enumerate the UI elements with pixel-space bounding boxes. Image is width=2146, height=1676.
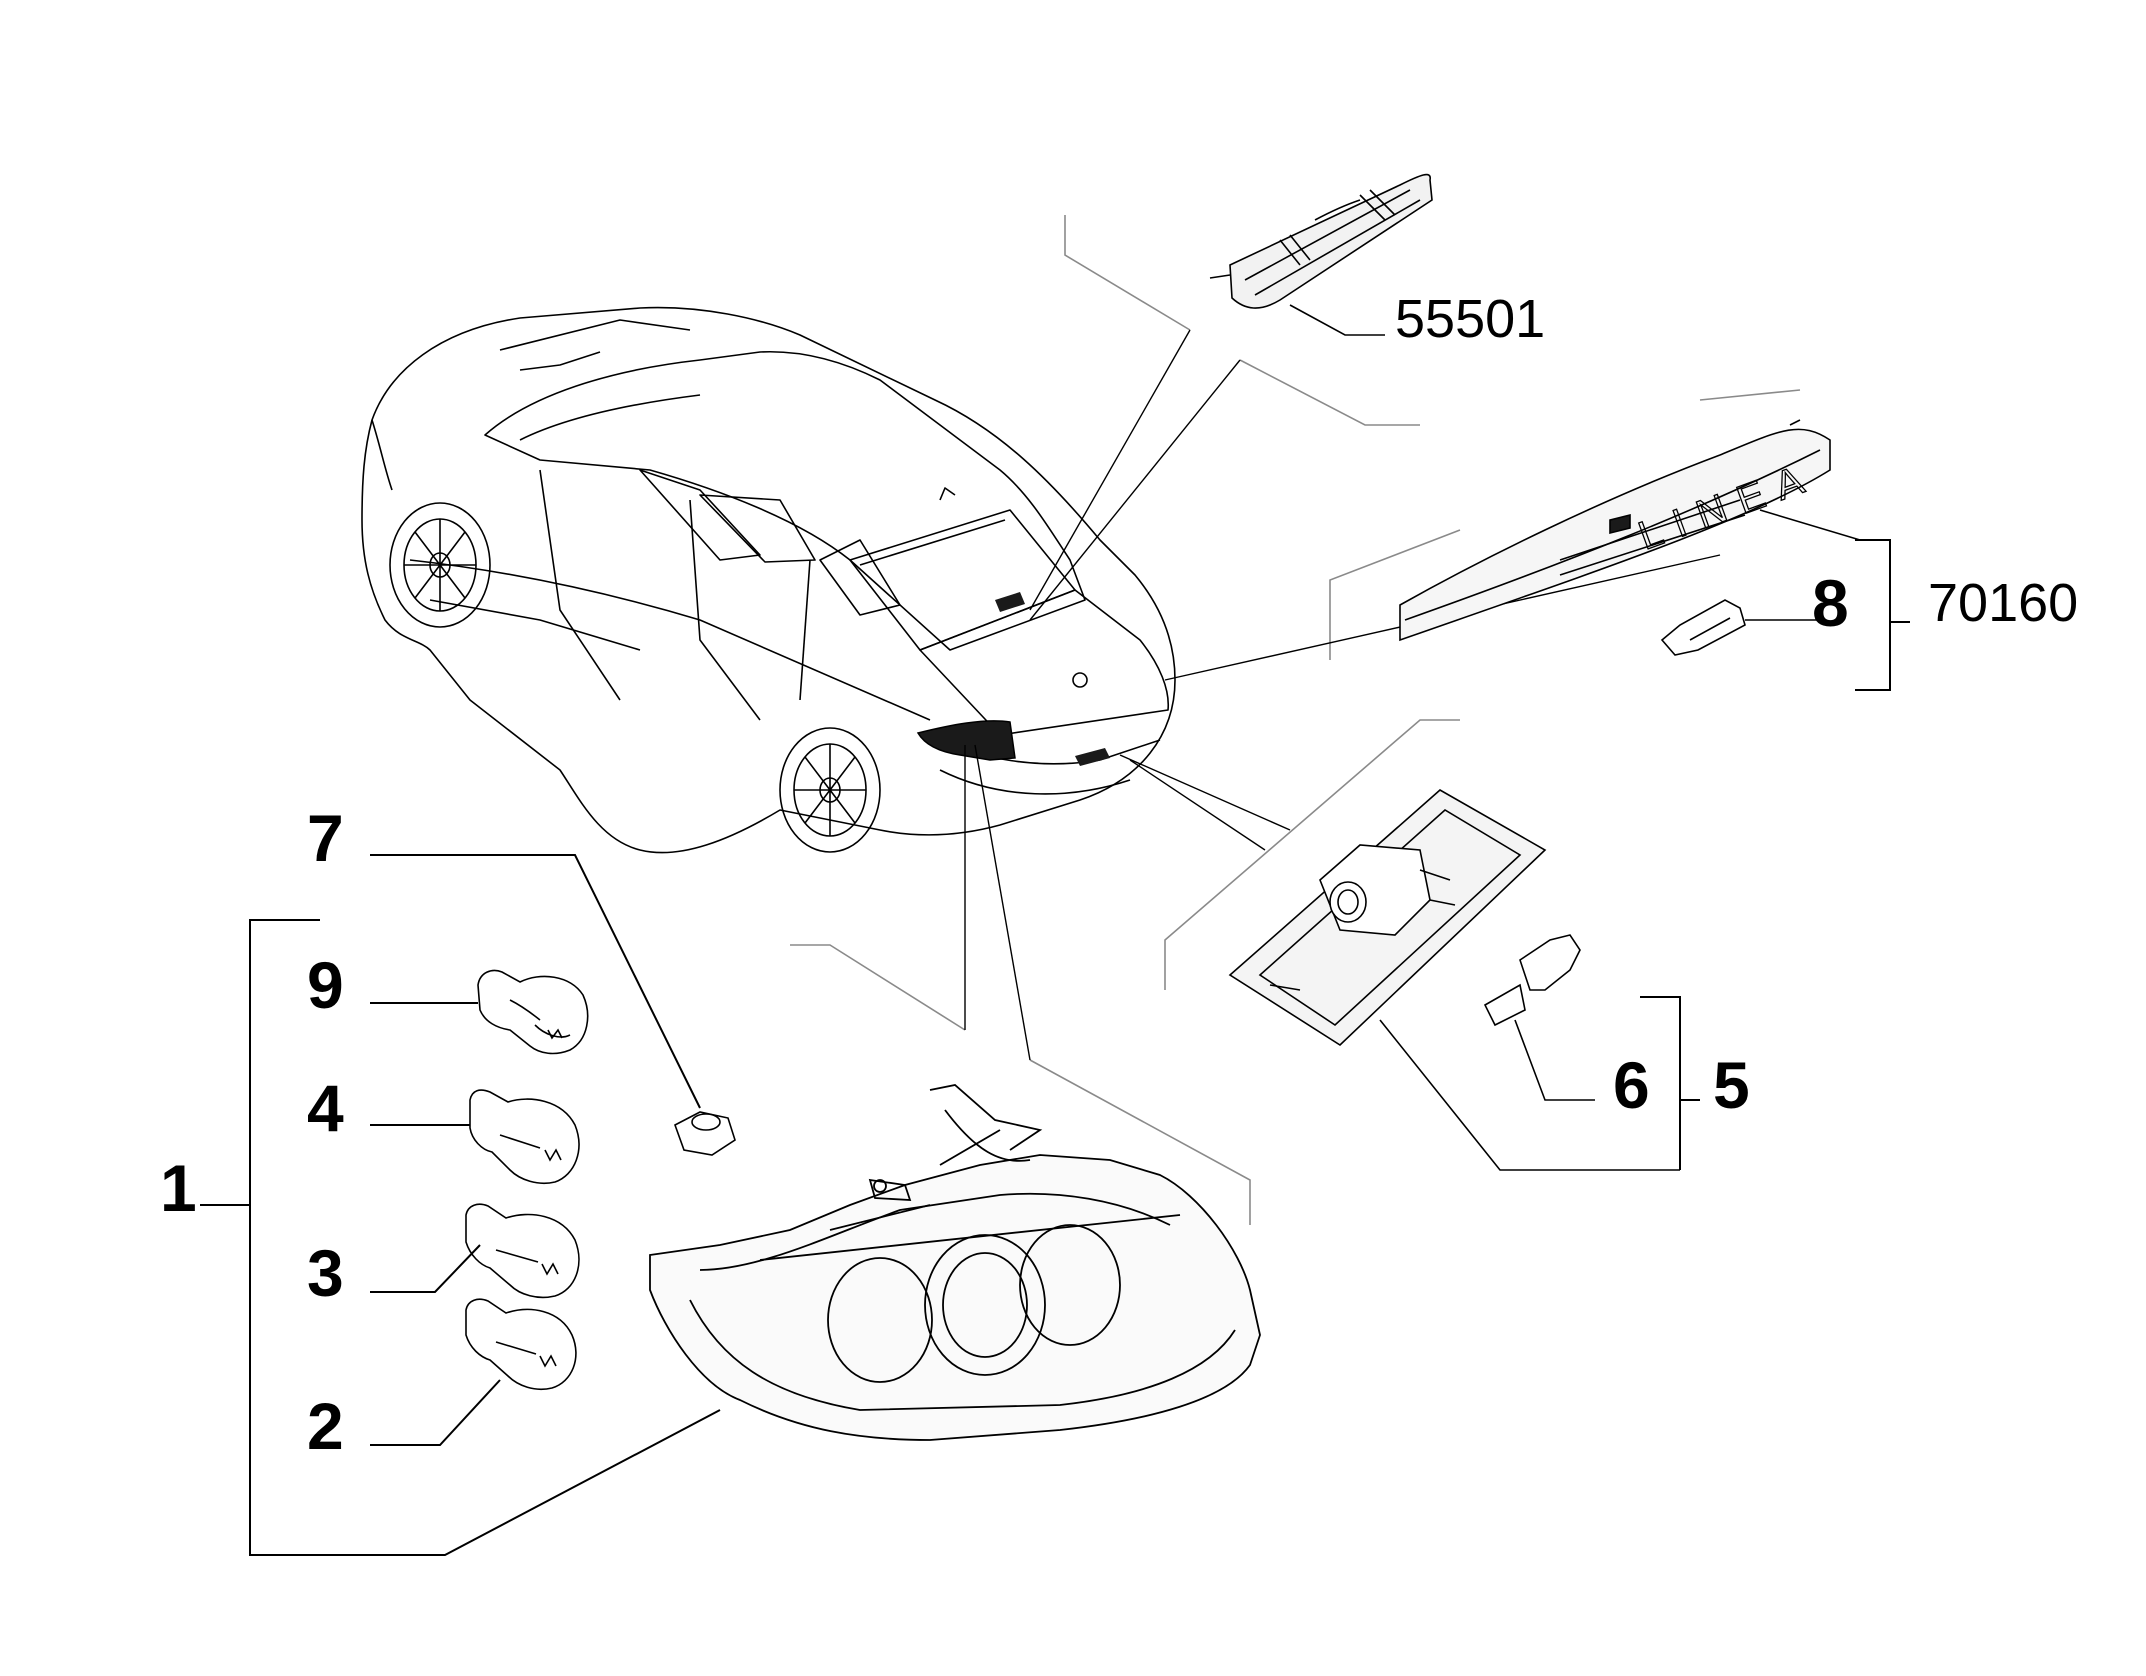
bulb-3 (465, 1203, 580, 1299)
callout-leaders-left (200, 854, 721, 1556)
bulb-8-festoon (1660, 599, 1820, 656)
trunk-garnish-bar (1399, 419, 1880, 642)
callout-5: 5 (1713, 1048, 1750, 1122)
car-rear-lamp-marker (916, 720, 1016, 761)
leader-lines (964, 329, 1721, 1061)
car-plate-light-marker (1075, 748, 1110, 766)
callout-6: 6 (1613, 1048, 1650, 1122)
part-ref-55501-label: 55501 (1395, 289, 1546, 349)
bulb-2 (465, 1298, 577, 1391)
car-brake-light-marker (995, 592, 1025, 612)
construction-lines (790, 215, 1801, 1225)
callout-3: 3 (307, 1236, 344, 1310)
car-illustration (361, 306, 1176, 854)
callout-1: 1 (160, 1151, 197, 1225)
bulb-4 (469, 1089, 580, 1185)
part-ref-70160-label: 70160 (1928, 573, 2079, 633)
bulb-9 (477, 969, 589, 1055)
callout-8: 8 (1812, 566, 1849, 640)
callout-9: 9 (307, 948, 344, 1022)
plate-light-housing (1228, 789, 1680, 1171)
callout-7: 7 (307, 801, 344, 875)
nut-7 (674, 1111, 736, 1156)
bracket-5 (1640, 996, 1700, 1170)
bulb-6-wedge (1483, 934, 1595, 1101)
callout-2: 2 (307, 1389, 344, 1463)
callout-4: 4 (307, 1071, 344, 1145)
tail-lamp-assembly (649, 1084, 1261, 1441)
third-brake-light (1209, 173, 1433, 336)
bracket-70160 (1855, 539, 1910, 691)
